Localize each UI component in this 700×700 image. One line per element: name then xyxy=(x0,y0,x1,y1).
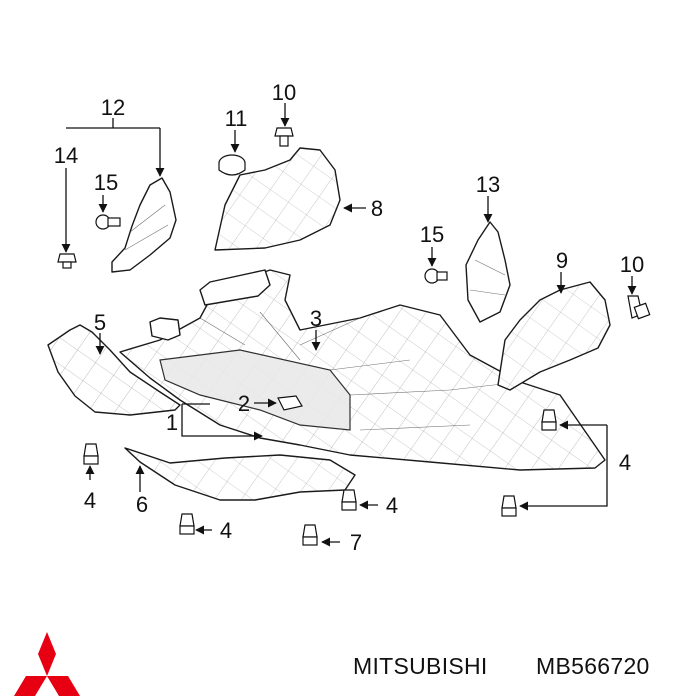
callout-4-center: 4 xyxy=(386,493,398,518)
callout-4-bottom: 4 xyxy=(220,518,232,543)
bolt-4-d xyxy=(541,409,557,431)
callout-2: 2 xyxy=(238,391,250,416)
callout-4-left: 4 xyxy=(84,488,96,513)
callout-3: 3 xyxy=(310,306,322,331)
bolt-4-e xyxy=(501,495,517,517)
callout-6: 6 xyxy=(136,492,148,517)
brand-name: MITSUBISHI xyxy=(353,653,488,679)
callout-10-right: 10 xyxy=(620,252,644,277)
callout-12: 12 xyxy=(101,95,125,120)
left-side-cover xyxy=(47,324,181,416)
callout-9: 9 xyxy=(556,248,568,273)
callout-1: 1 xyxy=(166,410,178,435)
right-bracket xyxy=(465,221,511,323)
upper-center-shield xyxy=(214,147,341,251)
part-number: MB566720 xyxy=(536,653,650,679)
callout-14: 14 xyxy=(54,143,78,168)
left-bracket xyxy=(111,177,177,273)
bolt-10-top xyxy=(274,127,294,147)
leader-lines xyxy=(61,103,637,547)
callout-11: 11 xyxy=(225,106,248,131)
clip-7 xyxy=(302,524,318,546)
screw-15-right xyxy=(424,268,448,284)
callout-15-left: 15 xyxy=(94,170,118,195)
clip-2 xyxy=(277,395,303,411)
callout-15-right: 15 xyxy=(420,222,444,247)
right-side-shield xyxy=(497,281,611,391)
bolt-4-c xyxy=(341,489,357,511)
callout-13: 13 xyxy=(476,172,500,197)
callout-4-right: 4 xyxy=(619,450,631,475)
callout-8: 8 xyxy=(371,196,383,221)
clip-11 xyxy=(218,154,246,176)
bolt-10-right xyxy=(627,295,651,320)
main-undercover xyxy=(119,269,606,471)
lower-front-panel xyxy=(124,447,356,501)
bolt-14 xyxy=(57,253,77,269)
screw-15-left xyxy=(95,214,121,230)
callout-7: 7 xyxy=(350,530,362,555)
bolt-4-b xyxy=(179,513,195,535)
three-diamond-logo xyxy=(14,632,80,696)
callouts: 12 14 15 11 10 8 13 15 9 10 5 3 2 1 4 6 … xyxy=(54,80,644,555)
callout-5: 5 xyxy=(94,310,106,335)
bolt-4-a xyxy=(83,443,99,465)
callout-10-top: 10 xyxy=(272,80,296,105)
